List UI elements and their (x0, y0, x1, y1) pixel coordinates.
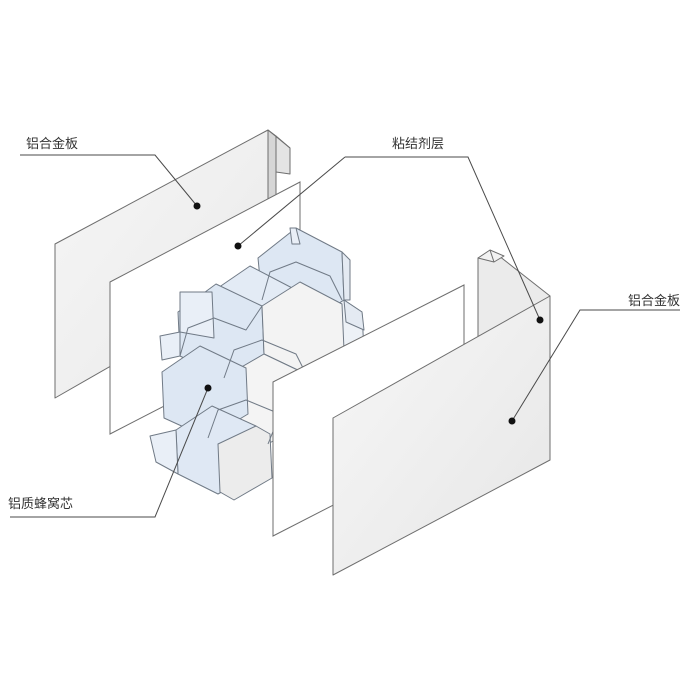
right-aluminum-panel (332, 249, 551, 576)
label-honeycomb-core: 铝质蜂窝芯 (8, 497, 74, 512)
dot-adhesive-right (536, 316, 544, 324)
leader-left-panel (20, 154, 198, 207)
dot-left-panel (193, 202, 201, 210)
dot-adhesive-left (234, 242, 242, 250)
dot-core (204, 384, 212, 392)
leader-right-panel (511, 309, 680, 422)
leader-adhesive-right (345, 156, 541, 321)
leader-core (10, 387, 209, 518)
leader-lines (10, 154, 680, 518)
leader-dots (193, 202, 544, 425)
dot-right-panel (508, 417, 516, 425)
label-adhesive-layer: 粘结剂层 (392, 137, 445, 152)
label-left-aluminum-panel: 铝合金板 (26, 137, 79, 152)
label-right-aluminum-panel: 铝合金板 (628, 294, 681, 309)
leader-adhesive-left (237, 156, 346, 247)
